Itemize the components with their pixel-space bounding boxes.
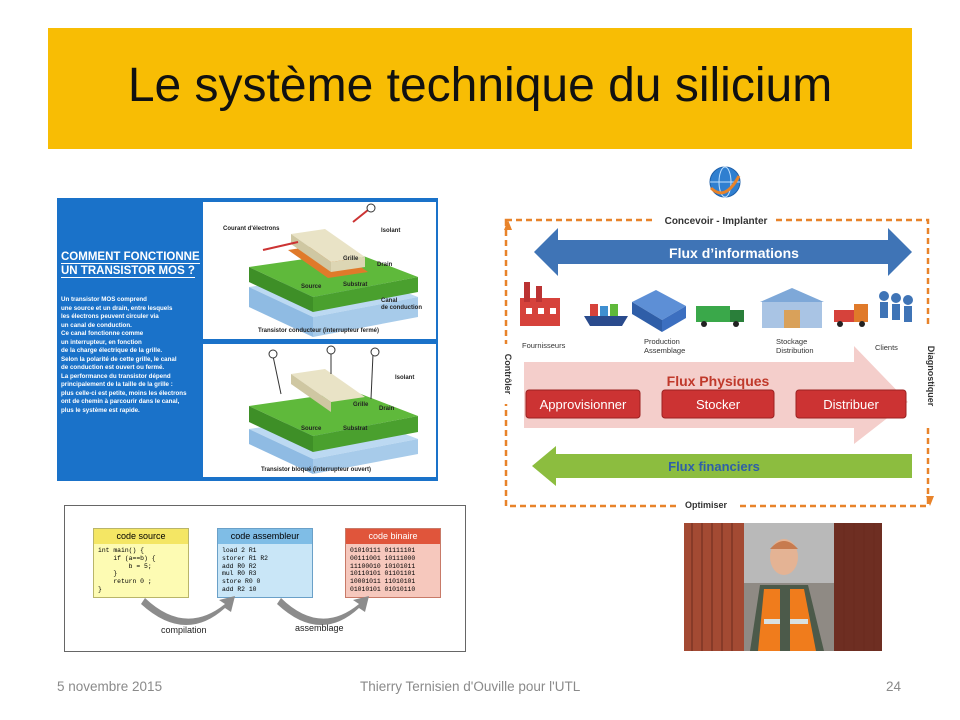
label-isolant: Isolant: [395, 375, 414, 381]
step-label: Distribuer: [823, 397, 879, 412]
code-binaire-title: code binaire: [346, 529, 440, 544]
step-label: Stocker: [696, 397, 741, 412]
code-assembleur-content: load 2 R1 storer R1 R2 add R0 R2 mul R0 …: [222, 547, 269, 593]
label-isolant: Isolant: [381, 228, 400, 234]
factory-icon: [520, 282, 560, 326]
transistor-body-line: Ce canal fonctionne comme: [61, 330, 144, 337]
transistor-body-line: de la charge électrique de la grille.: [61, 347, 163, 354]
code-source-content: int main() { if (a==b) { b = 5; } return…: [98, 547, 156, 593]
compilation-arrow: [141, 596, 235, 626]
transistor-heading-line2: UN TRANSISTOR MOS ?: [61, 265, 195, 278]
label-diagnostiquer: Diagnostiquer: [926, 346, 936, 407]
transistor-body-text: Un transistor MOS comprend une source et…: [61, 296, 203, 415]
page-number: 24: [886, 679, 902, 694]
supply-chain-diagram: Concevoir - Implanter Optimiser Contrôle…: [498, 166, 936, 512]
transistor-body-line: principalement de la taille de la grille…: [61, 381, 173, 388]
caption-on: Transistor conducteur (interrupteur ferm…: [258, 328, 379, 334]
warehouse-icon: [760, 288, 824, 328]
step-stocker: Stocker: [661, 389, 775, 419]
label-drain: Drain: [379, 406, 395, 412]
worker-photo-drawing: [684, 523, 882, 651]
globe-icon: [709, 166, 741, 198]
label-grille: Grille: [343, 256, 359, 262]
code-source-box: code source int main() { if (a==b) { b =…: [93, 528, 189, 598]
step-label: Approvisionner: [540, 397, 627, 412]
transistor-heading-line1: COMMENT FONCTIONNE: [61, 251, 200, 264]
label-grille: Grille: [353, 402, 369, 408]
transistor-body-line: La performance du transistor dépend: [61, 372, 171, 380]
compile-arrows: [141, 596, 369, 626]
transistor-on-card: Courant d'électrons Isolant Grille Drain…: [203, 202, 436, 339]
flux-informations-label: Flux d’informations: [669, 245, 799, 261]
transistor-body-line: les électrons peuvent circuler via: [61, 313, 159, 320]
code-source-title: code source: [94, 529, 188, 544]
flux-physiques-label: Flux Physiques: [667, 373, 770, 389]
caption-off: Transistor bloqué (interrupteur ouvert): [261, 467, 371, 473]
assemblage-arrow: [277, 596, 369, 626]
label-concevoir: Concevoir - Implanter: [665, 216, 768, 227]
transistor-body-line: plus celle-ci est petite, moins les élec…: [61, 389, 187, 397]
actor-clients: Clients: [875, 343, 898, 352]
flux-informations-arrow: [534, 228, 912, 276]
label-optimiser: Optimiser: [685, 500, 728, 510]
flux-financiers-label: Flux financiers: [668, 459, 760, 474]
code-binaire-content: 01010111 01111101 00111001 10111000 1110…: [350, 547, 416, 593]
flux-financiers-arrow: [532, 446, 912, 486]
transistor-body-line: de conduction est ouvert ou fermé.: [61, 364, 165, 371]
transistor-off-drawing: Isolant Grille Drain Source Substrat Tra…: [249, 345, 418, 474]
footer-author: Thierry Ternisien d'Ouville pour l'UTL: [360, 679, 581, 694]
transistor-body-line: un canal de conduction.: [61, 321, 132, 329]
code-compilation-diagram: code source int main() { if (a==b) { b =…: [64, 505, 466, 652]
transistor-body-line: plus le système est rapide.: [61, 406, 140, 414]
customers-icon: [879, 291, 913, 322]
label-assemblage: assemblage: [295, 623, 344, 633]
label-substrat: Substrat: [343, 282, 367, 288]
transistor-body-line: une source et un drain, entre lesquels: [61, 304, 173, 312]
label-source: Source: [301, 426, 322, 432]
transistor-body-line: Selon la polarité de cette grille, le ca…: [61, 355, 177, 363]
step-approvisionner: Approvisionner: [525, 389, 641, 419]
transistor-body-line: Un transistor MOS comprend: [61, 296, 147, 303]
transistor-body-line: ont de chemin à parcourir dans le canal,: [61, 398, 180, 405]
label-controler: Contrôler: [503, 354, 513, 395]
ship-icon: [584, 304, 628, 326]
label-compilation: compilation: [161, 625, 207, 635]
worker-photo: [684, 523, 882, 651]
label-substrat: Substrat: [343, 426, 367, 432]
truck-icon: [696, 306, 744, 327]
assembly-plant-icon: [632, 290, 686, 332]
code-assembleur-title: code assembleur: [218, 529, 312, 544]
title-banner: Le système technique du silicium: [48, 28, 912, 149]
step-distribuer: Distribuer: [795, 389, 907, 419]
code-assembleur-box: code assembleur load 2 R1 storer R1 R2 a…: [217, 528, 313, 598]
actor-fournisseurs: Fournisseurs: [522, 341, 566, 350]
transistor-body-line: un interrupteur, en fonction: [61, 338, 142, 346]
label-courant: Courant d'électrons: [223, 226, 280, 232]
footer-date: 5 novembre 2015: [57, 679, 163, 694]
delivery-van-icon: [834, 304, 868, 327]
transistor-illustration: COMMENT FONCTIONNE UN TRANSISTOR MOS ? U…: [57, 198, 438, 481]
code-binaire-box: code binaire 01010111 01111101 00111001 …: [345, 528, 441, 598]
label-drain: Drain: [377, 262, 393, 268]
transistor-on-drawing: Courant d'électrons Isolant Grille Drain…: [223, 203, 422, 337]
slide-title: Le système technique du silicium: [127, 59, 833, 112]
transistor-off-card: Isolant Grille Drain Source Substrat Tra…: [203, 344, 436, 477]
transistor-heading: COMMENT FONCTIONNE UN TRANSISTOR MOS ?: [61, 250, 211, 278]
label-source: Source: [301, 284, 322, 290]
